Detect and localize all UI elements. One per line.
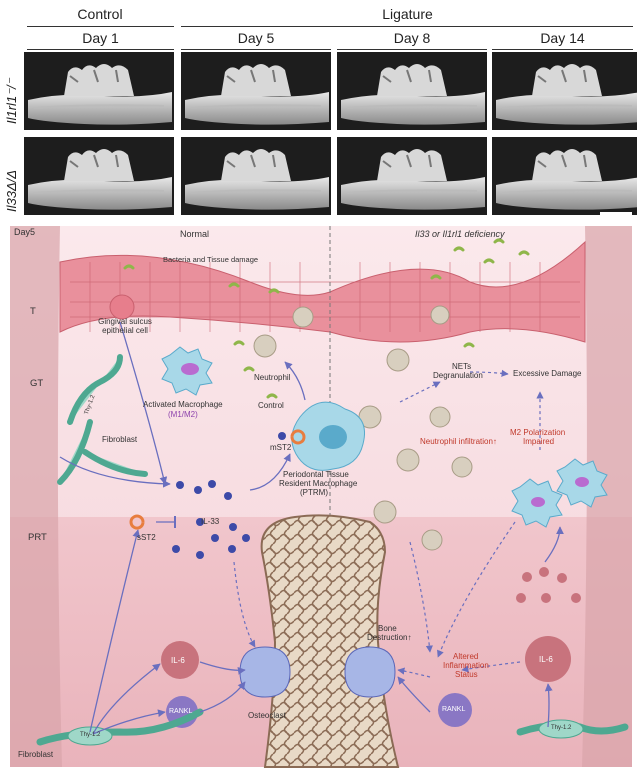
altered-label-3: Status (455, 670, 478, 679)
mst2-label: mST2 (270, 443, 291, 452)
ptrm-label-1: Periodontal Tissue (283, 470, 349, 479)
normal-label: Normal (180, 229, 209, 239)
ct-r1-day8 (337, 52, 487, 130)
ct-r1-day5 (181, 52, 331, 130)
il33-label: IL-33 (201, 517, 219, 526)
microct-grid (0, 0, 637, 225)
deficiency-label: Il33 or Il1rl1 deficiency (415, 229, 505, 239)
osteoclast-label: Osteoclast (248, 711, 286, 720)
m1m2-label: (M1/M2) (168, 410, 198, 419)
il6-left-label: IL-6 (171, 656, 185, 665)
control-label: Control (258, 401, 284, 410)
fibroblast-bottom-label: Fibroblast (18, 750, 53, 759)
fibroblast-top-label: Fibroblast (102, 435, 137, 444)
layer-t: T (30, 306, 36, 317)
bone-destruction-label-2: Destruction↑ (367, 633, 411, 642)
ct-r2-day5 (181, 137, 331, 215)
ct-r1-day1 (24, 52, 174, 130)
thy1-left-bottom-label: Thy-1.2 (80, 732, 100, 738)
m2-label-2: Impaired (523, 437, 554, 446)
nets-label-1: NETs (452, 362, 471, 371)
m2-label-1: M2 Polarization (510, 428, 565, 437)
excessive-damage-label: Excessive Damage (513, 369, 581, 378)
sst2-label: sST2 (137, 533, 156, 542)
ptrm-label-2: Resident Macrophage (279, 479, 357, 488)
layer-prt: PRT (28, 532, 47, 543)
activated-macrophage-label: Activated Macrophage (143, 400, 223, 409)
neutrophil-label: Neutrophil (254, 373, 290, 382)
neutrophil-infiltration-label: Neutrophil infiltration↑ (420, 437, 497, 446)
thy1-right-bottom-label: Thy-1.2 (551, 725, 571, 731)
gingival-label: Gingival sulcus epithelial cell (90, 317, 160, 335)
bone-destruction-label-1: Bone (378, 624, 397, 633)
rankl-right-label: RANKL (442, 706, 465, 713)
layer-gt: GT (30, 378, 43, 389)
il6-right-label: IL-6 (539, 655, 553, 664)
nets-label-2: Degranulation (433, 371, 483, 380)
ct-r2-day8 (337, 137, 487, 215)
day5-tag: Day5 (14, 227, 35, 237)
ptrm-label-3: (PTRM) (300, 488, 328, 497)
ct-r2-day14 (492, 137, 637, 215)
altered-label-1: Altered (453, 652, 478, 661)
altered-label-2: Inflammation (443, 661, 489, 670)
bacteria-label: Bacteria and Tissue damage (163, 255, 258, 264)
rankl-left-label: RANKL (169, 708, 192, 715)
ct-r1-day14 (492, 52, 637, 130)
ct-r2-day1 (24, 137, 174, 215)
scale-bar (600, 212, 632, 215)
